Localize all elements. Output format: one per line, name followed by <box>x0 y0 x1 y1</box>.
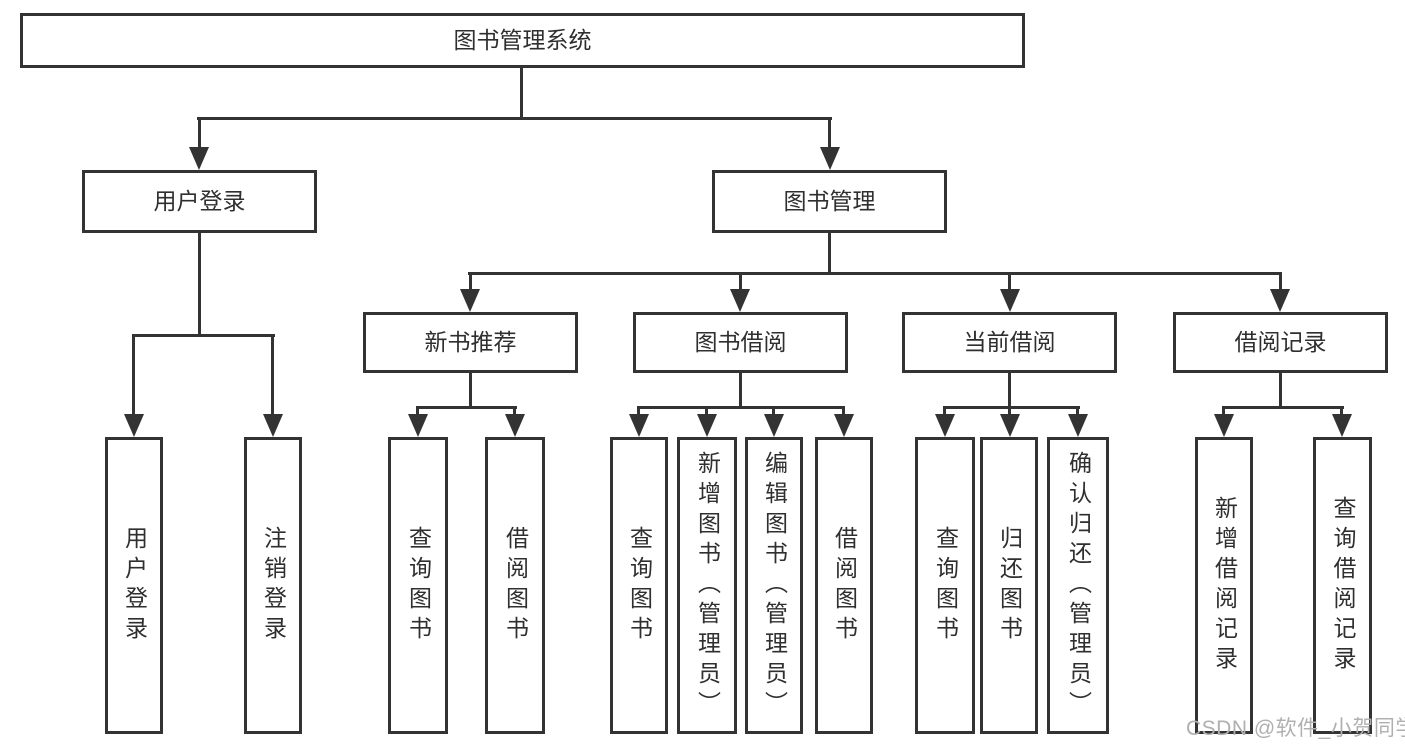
connector-vline <box>416 406 419 420</box>
arrowhead-down-icon <box>935 414 955 437</box>
connector-vline <box>132 334 135 418</box>
connector-vline <box>842 406 845 420</box>
leaf-query-books-current: 查询图书 <box>915 437 975 734</box>
leaf-edit-books-admin: 编辑图书（管理员） <box>745 437 803 734</box>
arrowhead-down-icon <box>820 147 840 170</box>
connector-vline <box>637 406 640 420</box>
connector-vline <box>198 117 201 150</box>
csdn-watermark: CSDN @软件_小贺同学 <box>1186 717 1405 740</box>
leaf-add-books-admin: 新增图书（管理员） <box>677 437 737 734</box>
arrowhead-down-icon <box>1000 289 1020 312</box>
leaf-query-books-borrowing: 查询图书 <box>610 437 668 734</box>
node-library-management-system: 图书管理系统 <box>20 13 1025 68</box>
connector-vline <box>1279 373 1282 408</box>
connector-vline <box>469 373 472 408</box>
connector-vline <box>1008 406 1011 420</box>
connector-hline <box>1222 406 1344 409</box>
leaf-logout: 注销登录 <box>244 437 302 734</box>
leaf-borrow-books-recommend: 借阅图书 <box>485 437 545 734</box>
connector-hline <box>943 406 1080 409</box>
connector-vline <box>513 406 516 420</box>
connector-vline <box>828 117 831 150</box>
node-book-borrowing: 图书借阅 <box>633 312 848 373</box>
connector-vline <box>739 272 742 291</box>
arrowhead-down-icon <box>1214 414 1234 437</box>
arrowhead-down-icon <box>189 147 209 170</box>
connector-vline <box>739 373 742 408</box>
connector-vline <box>520 68 523 120</box>
connector-vline <box>705 406 708 420</box>
connector-vline <box>1008 373 1011 408</box>
arrowhead-down-icon <box>1270 289 1290 312</box>
node-book-management: 图书管理 <box>712 170 947 233</box>
node-user-login: 用户登录 <box>82 170 317 233</box>
connector-vline <box>1076 406 1079 420</box>
connector-vline <box>1279 272 1282 291</box>
arrowhead-down-icon <box>834 414 854 437</box>
connector-vline <box>828 233 831 274</box>
arrowhead-down-icon <box>124 414 144 437</box>
arrowhead-down-icon <box>505 414 525 437</box>
connector-vline <box>198 233 201 336</box>
connector-vline <box>1008 272 1011 291</box>
arrowhead-down-icon <box>1000 414 1020 437</box>
arrowhead-down-icon <box>764 414 784 437</box>
arrowhead-down-icon <box>460 289 480 312</box>
arrowhead-down-icon <box>629 414 649 437</box>
connector-hline <box>132 334 275 337</box>
arrowhead-down-icon <box>1332 414 1352 437</box>
connector-vline <box>469 272 472 291</box>
arrowhead-down-icon <box>730 289 750 312</box>
connector-vline <box>943 406 946 420</box>
arrowhead-down-icon <box>263 414 283 437</box>
node-new-book-recommend: 新书推荐 <box>363 312 578 373</box>
arrowhead-down-icon <box>1068 414 1088 437</box>
connector-hline <box>416 406 517 409</box>
connector-hline <box>468 272 1282 275</box>
node-current-borrowing: 当前借阅 <box>902 312 1117 373</box>
leaf-borrow-books-borrowing: 借阅图书 <box>815 437 873 734</box>
leaf-add-borrow-record: 新增借阅记录 <box>1195 437 1253 734</box>
arrowhead-down-icon <box>408 414 428 437</box>
leaf-user-login: 用户登录 <box>105 437 163 734</box>
leaf-return-books: 归还图书 <box>980 437 1038 734</box>
leaf-query-books-recommend: 查询图书 <box>388 437 448 734</box>
connector-vline <box>271 334 274 418</box>
arrowhead-down-icon <box>697 414 717 437</box>
leaf-confirm-return-admin: 确认归还（管理员） <box>1047 437 1109 734</box>
connector-hline <box>197 117 832 120</box>
connector-vline <box>1222 406 1225 420</box>
node-borrowing-records: 借阅记录 <box>1173 312 1388 373</box>
connector-hline <box>637 406 845 409</box>
leaf-query-borrow-record: 查询借阅记录 <box>1313 437 1372 734</box>
connector-vline <box>1340 406 1343 420</box>
connector-vline <box>772 406 775 420</box>
